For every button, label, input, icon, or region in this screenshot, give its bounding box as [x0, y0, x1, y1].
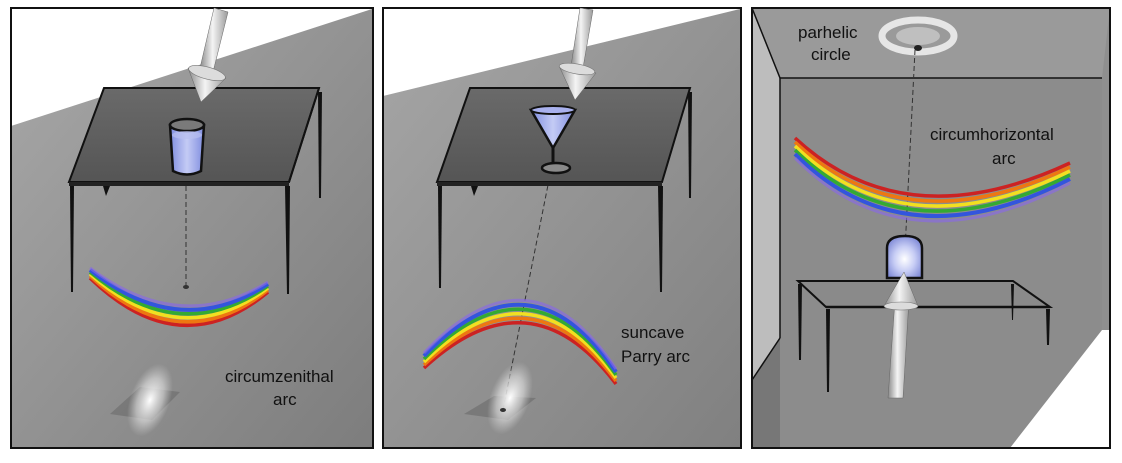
floor-right-white — [1010, 330, 1110, 448]
table-icon — [435, 87, 692, 292]
light-path-line — [904, 49, 916, 251]
arc-label-line-1: circumhorizontal — [930, 125, 1054, 144]
cylinder-container-icon — [885, 234, 924, 280]
panel-circumhorizontal: parhelic circle circumhorizontal arc — [751, 7, 1111, 449]
panel-2-border — [382, 7, 742, 449]
parhelic-label-line-1: parhelic — [798, 23, 858, 42]
parhelic-circle — [878, 16, 958, 56]
focus-point — [183, 285, 189, 289]
arc-label-line-2: arc — [992, 149, 1016, 168]
circumhorizontal-arc — [793, 136, 1071, 223]
arc-label-line-2: Parry arc — [621, 347, 690, 366]
water-glass-icon — [168, 117, 206, 176]
glass-shadow — [110, 363, 180, 437]
arc-label-line-1: suncave — [621, 323, 684, 342]
parhelic-label-line-2: circle — [811, 45, 851, 64]
back-wall — [780, 78, 1102, 448]
glass-shadow — [464, 361, 536, 435]
floor-left — [752, 338, 780, 448]
circumzenithal-arc — [88, 266, 270, 328]
panel-1-border — [10, 7, 374, 449]
cocktail-glass-icon — [528, 105, 578, 175]
panel-circumzenithal: circumzenithal arc — [10, 7, 374, 449]
light-beam-arrow-icon — [187, 7, 229, 103]
light-beam-arrow-icon — [558, 7, 597, 101]
left-wall — [752, 8, 780, 448]
arc-label-line-1: circumzenithal — [225, 367, 334, 386]
panel-suncave-parry: suncave Parry arc — [382, 7, 742, 449]
table-icon — [795, 280, 1054, 392]
arc-label-line-2: arc — [273, 390, 297, 409]
panel-2-wall-shadow — [383, 9, 740, 96]
suncave-parry-arc — [422, 298, 618, 386]
light-beam-arrow-icon — [883, 271, 919, 399]
panel-3-border — [751, 7, 1111, 449]
